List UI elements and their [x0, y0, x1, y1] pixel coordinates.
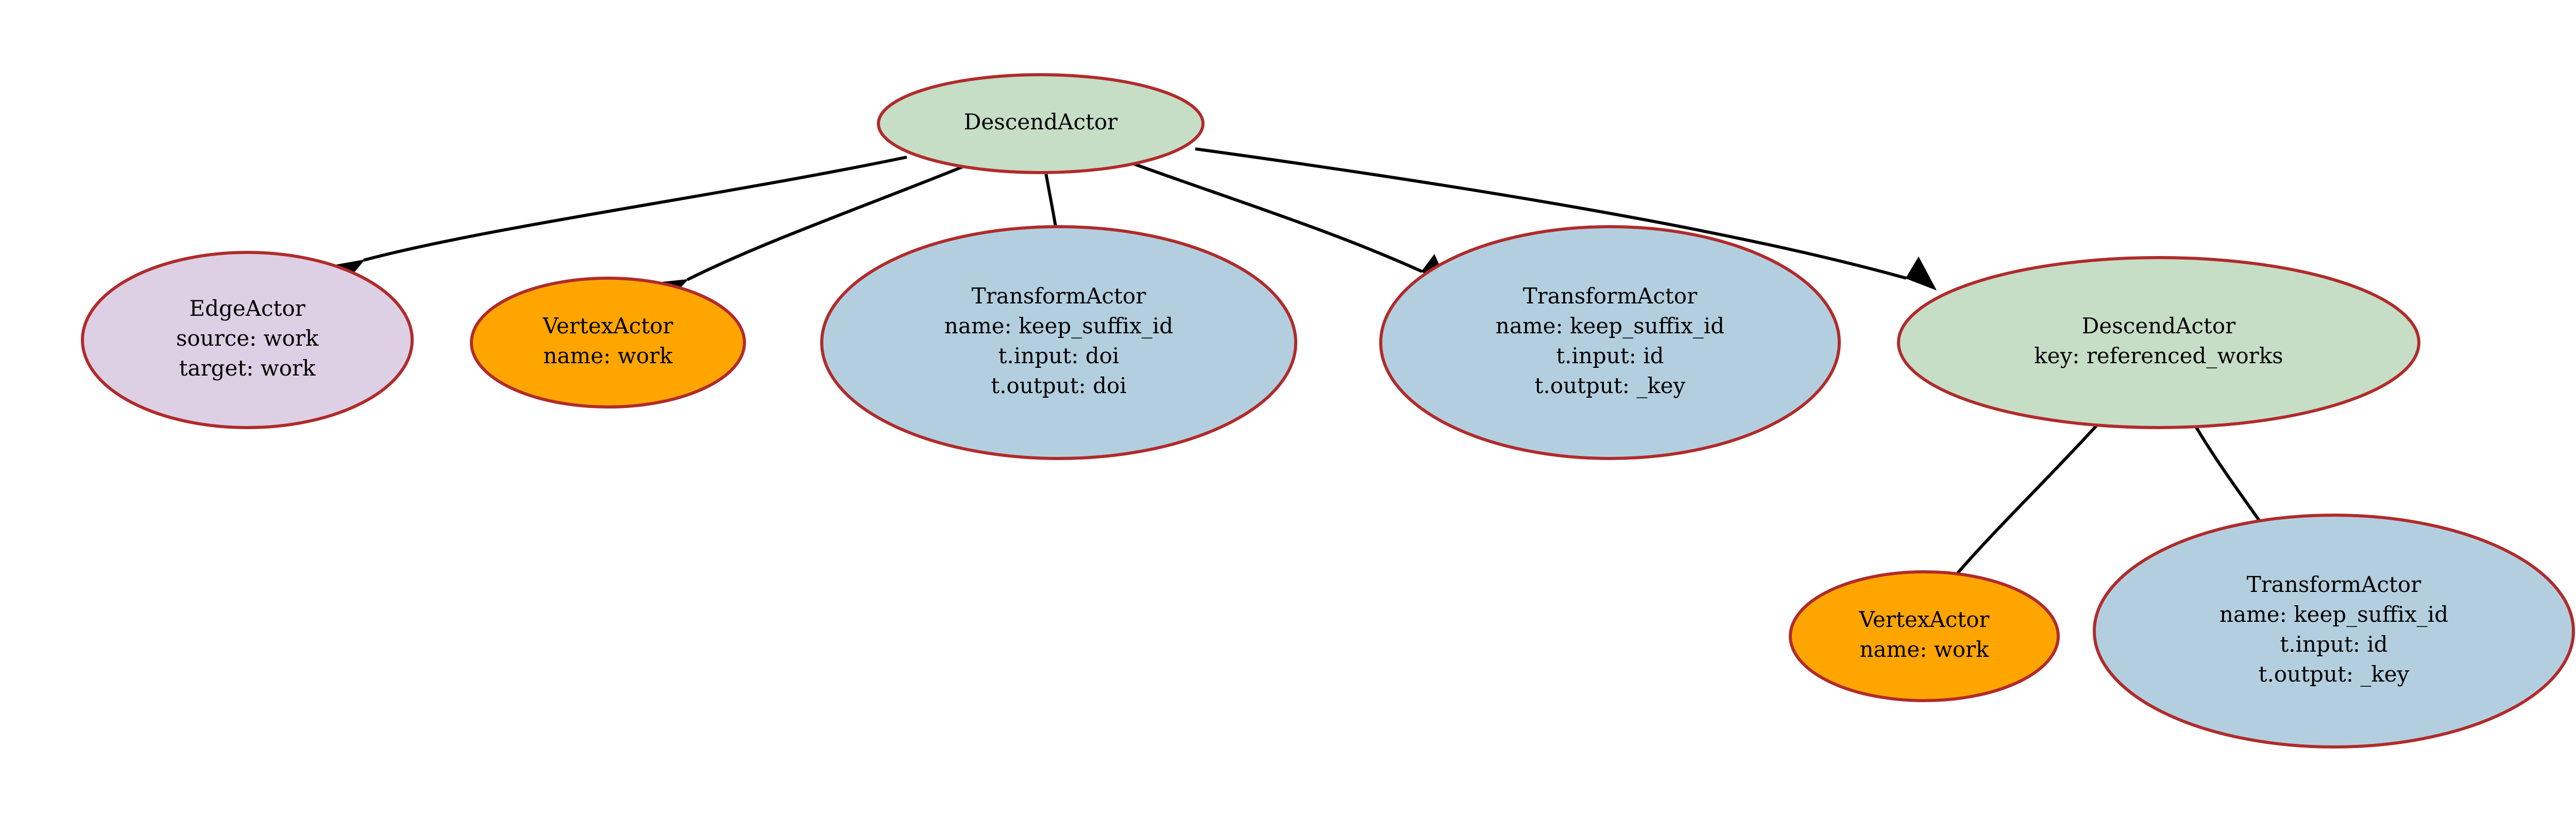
node-title: VertexActor [1859, 607, 1990, 632]
edge-line [1044, 173, 1057, 227]
node-ellipse[interactable] [1897, 256, 2420, 429]
node-title: DescendActor [2082, 313, 2236, 338]
node-attr-line: source: work [176, 326, 319, 351]
node-attr-line: name: keep_suffix_id [2219, 602, 2448, 627]
node-ellipse[interactable] [1789, 570, 2060, 702]
node-title: TransformActor [972, 283, 1146, 309]
node-attr-line: t.input: id [2280, 632, 2387, 657]
node-title: TransformActor [2247, 572, 2421, 597]
graph-node-transform_doi[interactable]: TransformActor name: keep_suffix_id t.inpu… [820, 225, 1297, 460]
graph-edge [1195, 147, 1937, 291]
graph-node-edge_actor[interactable]: EdgeActor source: work target: work [81, 251, 414, 429]
node-title: DescendActor [964, 109, 1118, 134]
node-title: EdgeActor [189, 296, 306, 321]
node-attr-line: name: work [543, 343, 673, 368]
node-attr-line: name: work [1859, 637, 1989, 662]
graph-node-descend_root[interactable]: DescendActor [877, 73, 1205, 174]
graph-node-descend_referenced[interactable]: DescendActor key: referenced_works [1897, 256, 2420, 429]
node-ellipse[interactable] [877, 73, 1205, 174]
node-attr-line: t.output: _key [2259, 661, 2410, 687]
node-attr-line: t.input: doi [998, 343, 1120, 368]
edge-line [1195, 147, 1907, 280]
node-ellipse[interactable] [2093, 514, 2575, 749]
node-attr-line: target: work [179, 355, 316, 381]
edge-line [1132, 162, 1423, 273]
node-attr-line: t.output: _key [1535, 373, 1686, 398]
node-title: VertexActor [543, 313, 674, 338]
node-ellipse[interactable] [820, 225, 1297, 460]
node-ellipse[interactable] [470, 277, 746, 409]
graph-node-transform_id_key[interactable]: TransformActor name: keep_suffix_id t.inpu… [1379, 225, 1841, 460]
graph-node-vertex_actor_bottom[interactable]: VertexActor name: work [1789, 570, 2060, 702]
node-ellipse[interactable] [1379, 225, 1841, 460]
graph-node-transform_id_key_2[interactable]: TransformActor name: keep_suffix_id t.inpu… [2093, 514, 2575, 749]
edge-line [363, 156, 907, 262]
node-attr-line: name: keep_suffix_id [944, 313, 1173, 338]
edge-line [686, 165, 963, 281]
node-attr-line: name: keep_suffix_id [1496, 313, 1724, 338]
node-title: TransformActor [1523, 283, 1698, 309]
node-attr-line: t.input: id [1556, 343, 1664, 368]
node-attr-line: t.output: doi [991, 373, 1126, 398]
node-ellipse[interactable] [81, 251, 414, 429]
edge-line [2194, 426, 2264, 526]
edge-line [1954, 421, 2101, 577]
graph-node-vertex_actor_top[interactable]: VertexActor name: work [470, 277, 746, 409]
node-attr-line: key: referenced_works [2034, 343, 2283, 368]
arrowhead-icon [1905, 256, 1937, 291]
